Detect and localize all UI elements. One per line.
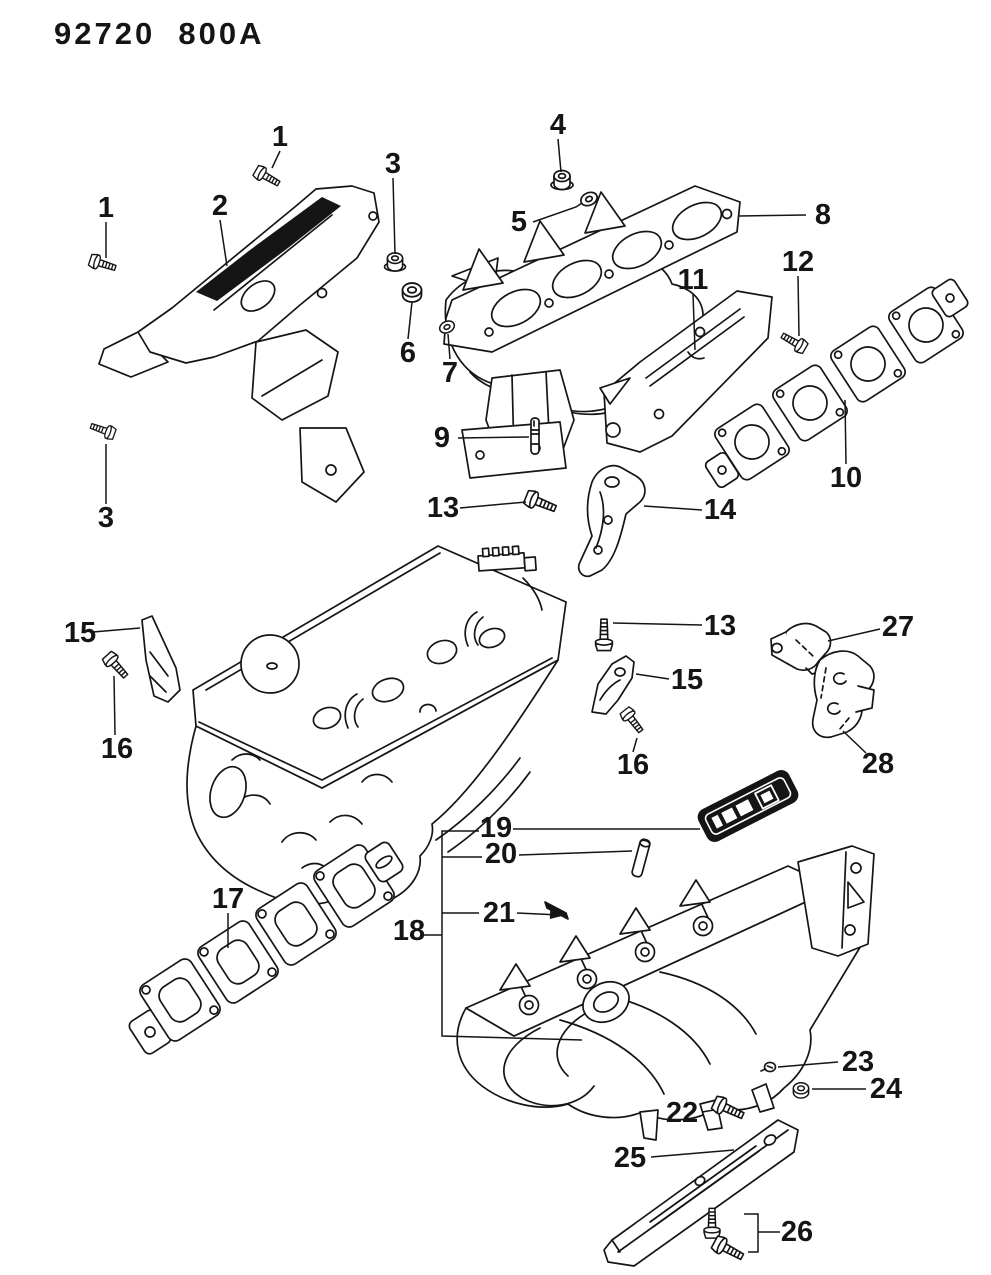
bolt-3-icon — [88, 418, 118, 442]
callout-23[interactable]: 23 — [842, 1046, 874, 1078]
nut-24-icon — [792, 1082, 810, 1099]
nut-4-icon — [550, 169, 574, 191]
callout-3[interactable]: 3 — [385, 148, 401, 180]
part-15-bracket-right — [591, 655, 635, 715]
leader-line — [797, 275, 800, 337]
callout-11[interactable]: 11 — [678, 264, 709, 296]
part-28-bracket — [811, 650, 875, 739]
leader-line — [701, 1109, 715, 1113]
bolt-16-left-icon — [100, 649, 133, 683]
leader-line — [392, 177, 396, 255]
callout-10[interactable]: 10 — [830, 462, 862, 494]
nut-3-icon — [383, 252, 407, 272]
bolt-13-lower-icon — [594, 618, 614, 652]
callout-27[interactable]: 27 — [882, 611, 914, 643]
callout-17[interactable]: 17 — [212, 883, 244, 915]
harness-connector — [477, 545, 537, 572]
leader-line — [643, 505, 703, 511]
cylinder-head — [186, 545, 567, 908]
callout-26[interactable]: 26 — [781, 1216, 813, 1248]
leader-line — [457, 436, 530, 439]
leader-line — [518, 850, 633, 856]
callout-9[interactable]: 9 — [434, 422, 450, 454]
part-2-heat-shield — [98, 185, 380, 503]
leader-line — [532, 202, 583, 223]
callout-1[interactable]: 1 — [272, 121, 288, 153]
callout-14[interactable]: 14 — [704, 494, 736, 526]
callout-13[interactable]: 13 — [704, 610, 736, 642]
part-19-emblem-label — [697, 770, 799, 842]
part-9-stud — [530, 417, 540, 455]
callout-22[interactable]: 22 — [666, 1097, 698, 1129]
callout-15[interactable]: 15 — [671, 664, 703, 696]
leader-arrowhead — [549, 910, 565, 920]
callout-20[interactable]: 20 — [485, 838, 517, 870]
callout-19[interactable]: 19 — [480, 812, 512, 844]
leader-line — [271, 150, 281, 169]
part-14-bracket — [577, 464, 646, 578]
bolt-26-lower-icon — [709, 1233, 747, 1266]
callout-6[interactable]: 6 — [400, 337, 416, 369]
callout-13[interactable]: 13 — [427, 492, 459, 524]
callout-18[interactable]: 18 — [393, 915, 425, 947]
leader-line — [777, 1061, 839, 1068]
callout-16[interactable]: 16 — [617, 749, 649, 781]
part-8-exhaust-manifold — [443, 185, 741, 479]
part-15-bracket-left — [141, 615, 181, 703]
callout-3[interactable]: 3 — [98, 502, 114, 534]
leader-line — [842, 730, 867, 754]
bolt-12-icon — [778, 328, 810, 356]
part-25-stay-bracket — [603, 1119, 799, 1267]
callout-8[interactable]: 8 — [815, 199, 831, 231]
part-11-heat-shield — [599, 290, 773, 453]
part-20-dowel-pin — [631, 838, 651, 878]
leader-line — [738, 214, 807, 217]
leader-line — [744, 1213, 759, 1253]
callout-15[interactable]: 15 — [64, 617, 96, 649]
callout-7[interactable]: 7 — [442, 357, 458, 389]
leader-line — [612, 622, 703, 626]
drawing-number: 92720 800A — [54, 16, 265, 51]
leader-line — [113, 675, 116, 736]
part-18-intake-manifold — [456, 845, 875, 1141]
part-10-exhaust-gasket — [704, 278, 969, 489]
callout-24[interactable]: 24 — [870, 1073, 902, 1105]
leader-line — [692, 293, 696, 351]
leader-line — [557, 138, 562, 173]
callout-12[interactable]: 12 — [782, 246, 814, 278]
bolt-1-left-icon — [87, 252, 119, 276]
leader-line — [441, 830, 583, 1041]
leader-line — [459, 501, 527, 509]
bolt-13-upper-icon — [522, 488, 560, 518]
callout-16[interactable]: 16 — [101, 733, 133, 765]
part-17-intake-gasket — [128, 841, 404, 1055]
bolt-1-upper-icon — [251, 163, 283, 191]
leader-line — [219, 219, 228, 267]
bolt-16-right-icon — [618, 705, 648, 737]
part-27-bracket — [770, 622, 832, 675]
callout-1[interactable]: 1 — [98, 192, 114, 224]
callout-25[interactable]: 25 — [614, 1142, 646, 1174]
nut-6-icon — [401, 282, 423, 303]
callout-5[interactable]: 5 — [511, 206, 527, 238]
leader-line — [632, 737, 638, 753]
leader-line — [447, 333, 451, 360]
callout-2[interactable]: 2 — [212, 190, 228, 222]
leader-line — [635, 673, 670, 680]
leader-line — [92, 627, 141, 633]
callout-21[interactable]: 21 — [483, 897, 515, 929]
leader-line — [827, 628, 881, 642]
callout-4[interactable]: 4 — [550, 109, 566, 141]
callout-28[interactable]: 28 — [862, 748, 894, 780]
leader-line — [650, 1149, 735, 1158]
leader-lines — [92, 138, 881, 1253]
leader-line — [844, 399, 847, 465]
leader-line — [407, 301, 413, 340]
